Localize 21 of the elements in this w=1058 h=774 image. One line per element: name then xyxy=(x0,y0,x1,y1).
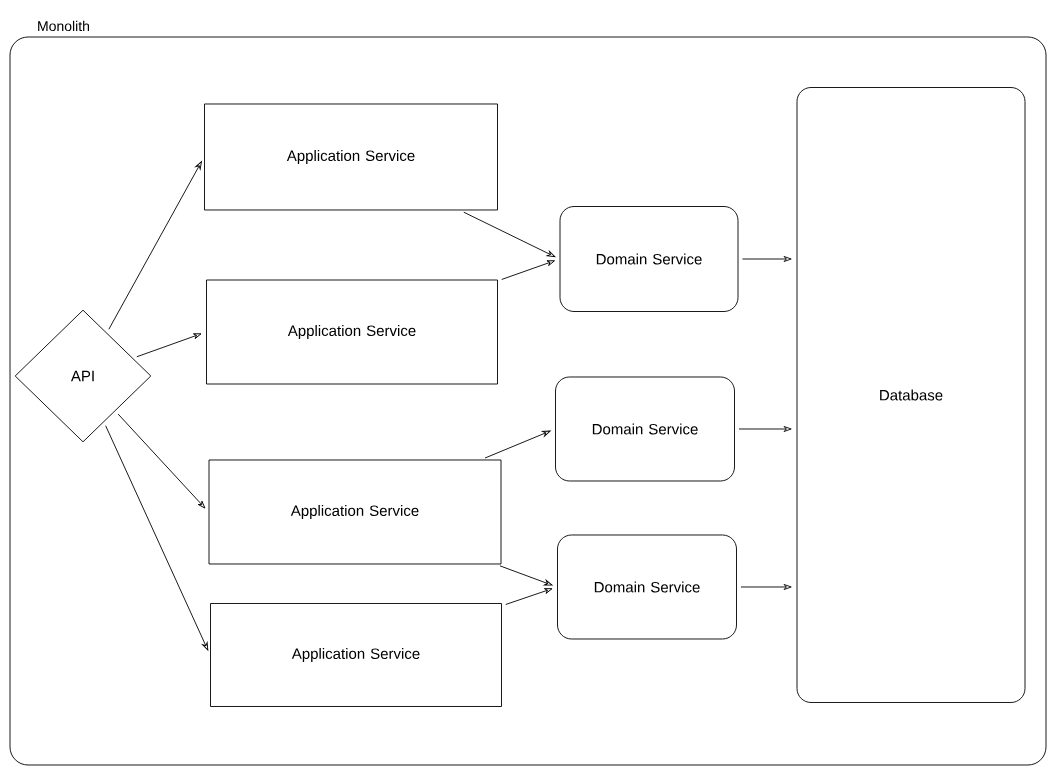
arrow xyxy=(742,256,792,262)
heading: Monolith xyxy=(38,20,89,32)
arrow xyxy=(105,425,209,651)
arrow xyxy=(108,161,202,330)
arrow xyxy=(484,430,551,459)
process-box: Application Service xyxy=(206,279,498,385)
arrow xyxy=(499,565,553,586)
rounded-box: Domain Service xyxy=(557,534,737,640)
process-box: Application Service xyxy=(208,459,502,565)
arrow xyxy=(501,260,555,280)
rounded-box: Domain Service xyxy=(559,206,739,312)
arrow xyxy=(505,588,553,605)
arrow xyxy=(463,211,556,258)
arrow xyxy=(136,333,202,358)
arrow xyxy=(740,584,792,590)
rounded-box: Database xyxy=(796,87,1026,703)
arrow xyxy=(117,413,206,509)
arrow xyxy=(738,426,792,432)
process-box: Application Service xyxy=(204,103,498,211)
rounded-box: Domain Service xyxy=(555,376,735,482)
process-box: Application Service xyxy=(210,603,502,707)
